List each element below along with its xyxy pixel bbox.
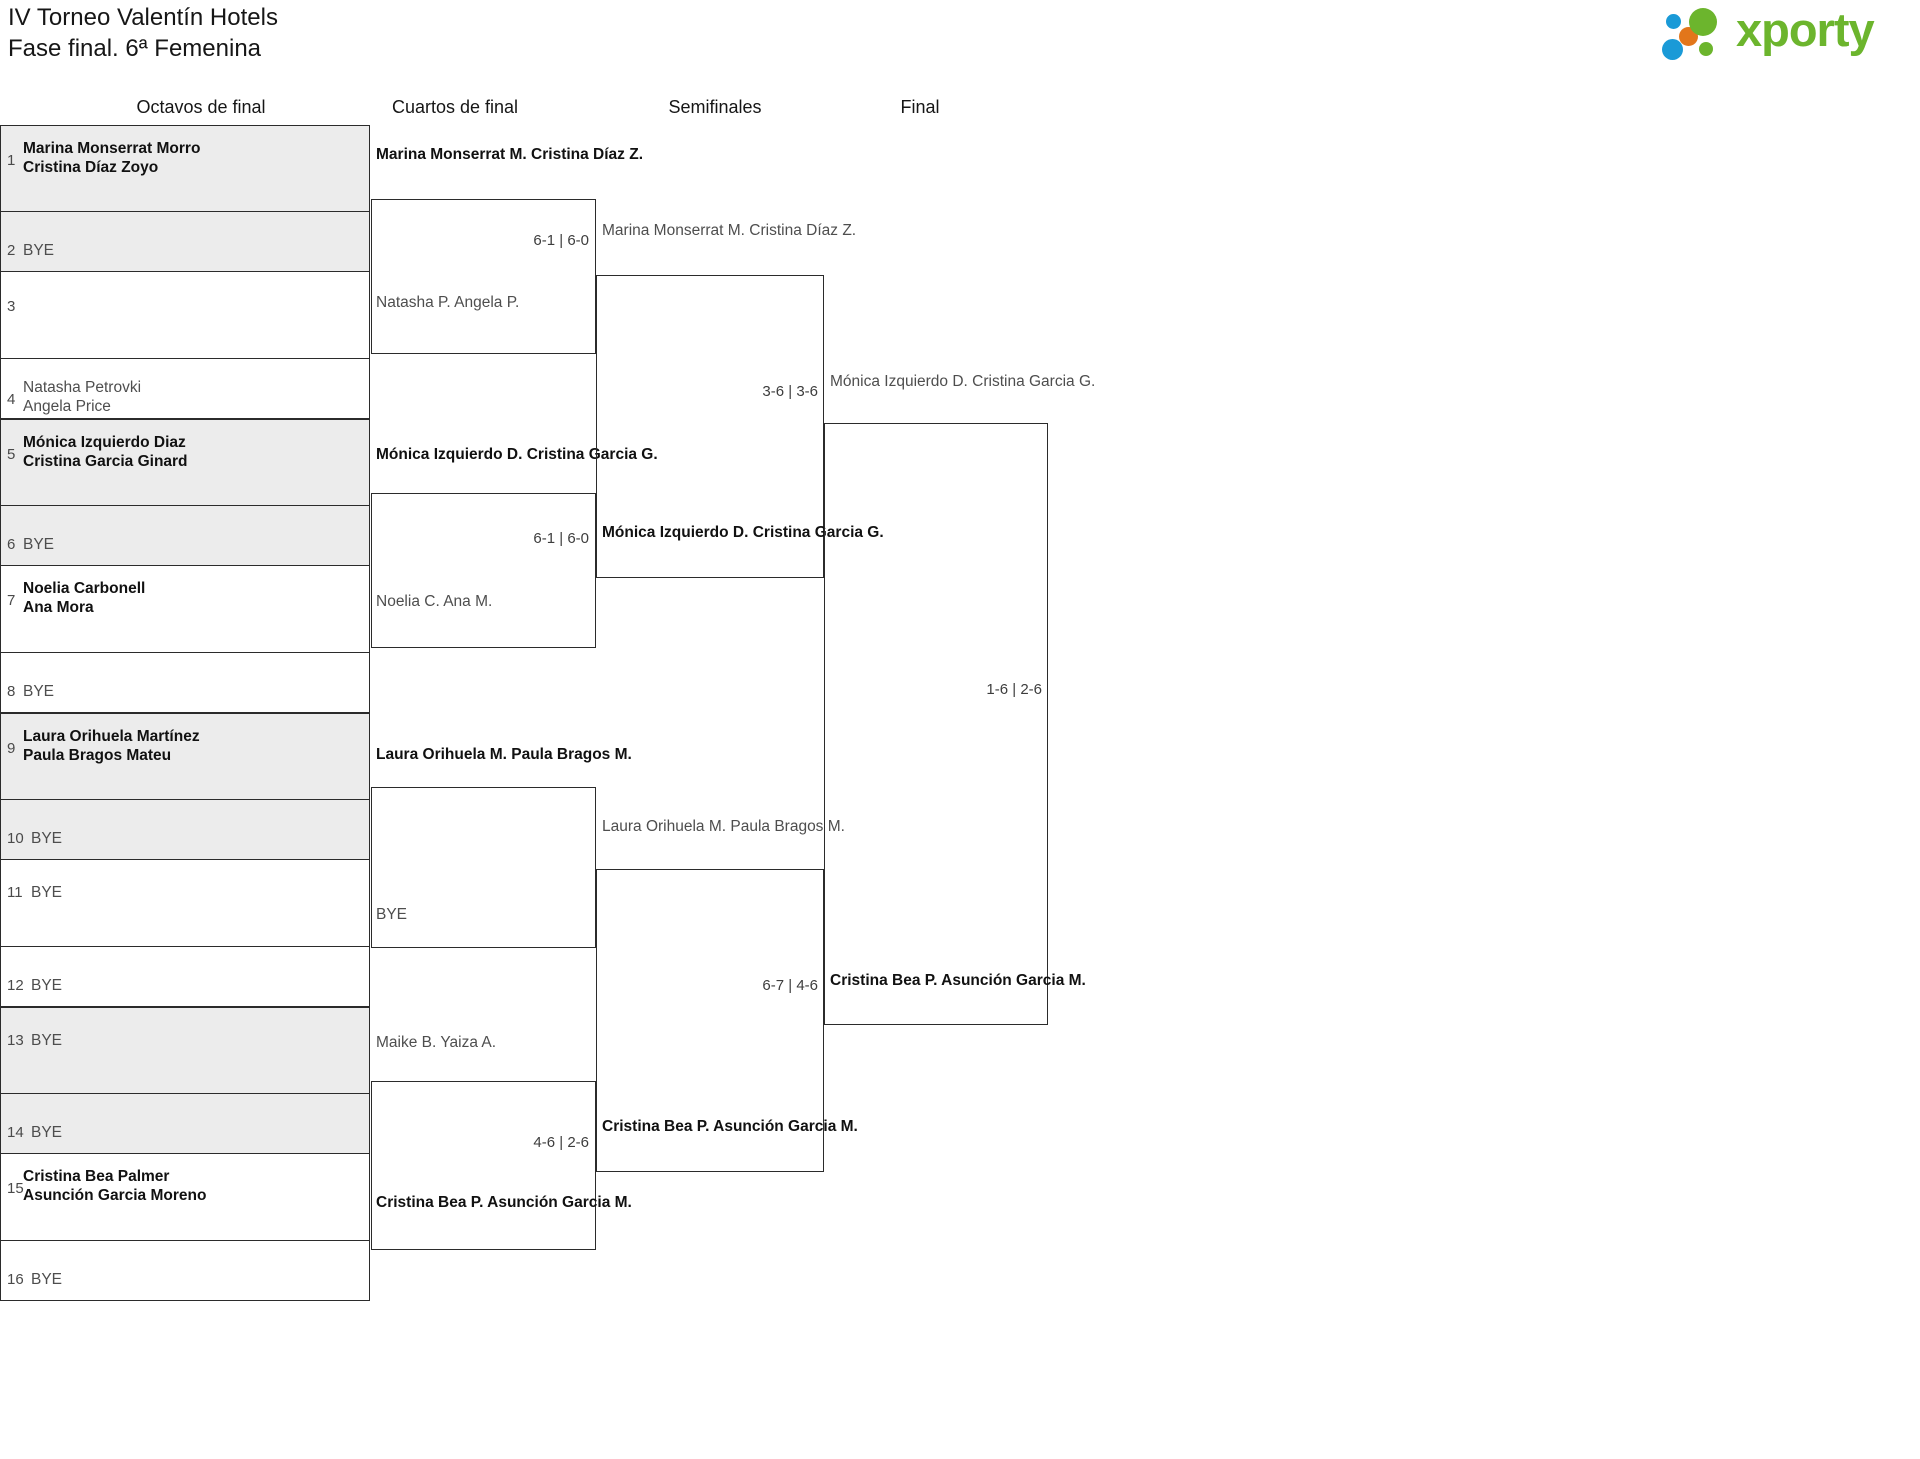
- seed-number: 6: [7, 536, 16, 553]
- logo-dot-green-large: [1689, 8, 1717, 36]
- qf-winner-2: Mónica Izquierdo D. Cristina Garcia G.: [376, 446, 658, 463]
- sf-match-box-1[interactable]: [596, 275, 824, 578]
- seed-players: Laura Orihuela Martínez Paula Bragos Mat…: [23, 728, 200, 764]
- seed-players: BYE: [31, 830, 63, 847]
- seed-cell-13[interactable]: 13 BYE: [0, 1007, 370, 1094]
- sf-winner-1: Mónica Izquierdo D. Cristina Garcia G.: [602, 524, 884, 541]
- seed-players: BYE: [23, 242, 55, 259]
- sf-loser-2: Laura Orihuela M. Paula Bragos M.: [602, 818, 845, 835]
- round-header-octavos: Octavos de final: [136, 97, 266, 117]
- seed-cell-9[interactable]: 9 Laura Orihuela Martínez Paula Bragos M…: [0, 713, 370, 800]
- logo-dots: [1662, 6, 1732, 60]
- seed-number: 2: [7, 242, 16, 259]
- seed-cell-2[interactable]: 2 BYE: [0, 212, 370, 272]
- seed-number: 16: [7, 1271, 24, 1288]
- seed-cell-12[interactable]: 12 BYE: [0, 947, 370, 1007]
- seed-players: BYE: [23, 536, 55, 553]
- qf-match-box-4[interactable]: [371, 1081, 596, 1250]
- seed-number: 15: [7, 1180, 24, 1197]
- qf-loser-3: BYE: [376, 906, 408, 923]
- round-header-cuartos: Cuartos de final: [391, 97, 519, 117]
- round-header-final: Final: [900, 97, 940, 117]
- xporty-logo[interactable]: xporty: [1662, 3, 1902, 60]
- seed-players: BYE: [31, 977, 63, 994]
- title-line-2: Fase final. 6ª Femenina: [8, 35, 262, 62]
- logo-dot-green-small: [1699, 42, 1713, 56]
- qf-winner-1: Marina Monserrat M. Cristina Díaz Z.: [376, 146, 644, 163]
- seed-number: 3: [7, 298, 16, 315]
- final-match-box[interactable]: [824, 423, 1048, 1025]
- seed-number: 11: [7, 884, 23, 901]
- sf-winner-2: Cristina Bea P. Asunción Garcia M.: [602, 1118, 858, 1135]
- qf-match-box-3[interactable]: [371, 787, 596, 948]
- final-winner: Cristina Bea P. Asunción Garcia M.: [830, 972, 1086, 989]
- final-score: 1-6 | 2-6: [986, 681, 1042, 698]
- qf-match-box-2[interactable]: [371, 493, 596, 648]
- qf-loser-4: Maike B. Yaiza A.: [376, 1034, 497, 1051]
- seed-number: 14: [7, 1124, 24, 1141]
- seed-cell-3[interactable]: 3: [0, 272, 370, 359]
- seed-players: Cristina Bea Palmer Asunción Garcia More…: [23, 1168, 207, 1204]
- seed-players: BYE: [31, 1124, 63, 1141]
- seed-number: 12: [7, 977, 24, 994]
- seed-cell-10[interactable]: 10 BYE: [0, 800, 370, 860]
- seed-cell-8[interactable]: 8 BYE: [0, 653, 370, 713]
- qf-score-2: 6-1 | 6-0: [533, 530, 589, 547]
- sf-score-1: 3-6 | 3-6: [762, 383, 818, 400]
- qf-winner-3: Laura Orihuela M. Paula Bragos M.: [376, 746, 632, 763]
- logo-dot-blue-large: [1662, 39, 1683, 60]
- seed-cell-11[interactable]: 11 BYE: [0, 860, 370, 947]
- seed-players: BYE: [31, 1032, 63, 1049]
- sf-loser-1: Marina Monserrat M. Cristina Díaz Z.: [602, 222, 857, 239]
- seed-number: 1: [7, 152, 16, 169]
- seed-cell-5[interactable]: 5 Mónica Izquierdo Diaz Cristina Garcia …: [0, 419, 370, 506]
- qf-loser-2: Noelia C. Ana M.: [376, 593, 493, 610]
- seed-cell-4[interactable]: 4 Natasha Petrovki Angela Price: [0, 359, 370, 419]
- tournament-title: IV Torneo Valentín Hotels Fase final. 6ª…: [8, 2, 278, 64]
- seed-number: 13: [7, 1032, 24, 1049]
- seed-number: 4: [7, 391, 16, 408]
- seed-players: BYE: [23, 683, 55, 700]
- qf-score-1: 6-1 | 6-0: [533, 232, 589, 249]
- sf-match-box-2[interactable]: [596, 869, 824, 1172]
- logo-dot-blue-small: [1666, 14, 1681, 29]
- seed-number: 5: [7, 446, 16, 463]
- seed-players: Mónica Izquierdo Diaz Cristina Garcia Gi…: [23, 434, 188, 470]
- seed-number: 9: [7, 740, 16, 757]
- seed-players: Marina Monserrat Morro Cristina Díaz Zoy…: [23, 140, 201, 176]
- seed-cell-1[interactable]: 1 Marina Monserrat Morro Cristina Díaz Z…: [0, 125, 370, 212]
- sf-score-2: 6-7 | 4-6: [762, 977, 818, 994]
- final-loser: Mónica Izquierdo D. Cristina Garcia G.: [830, 373, 1096, 390]
- logo-wordmark: xporty: [1736, 3, 1875, 56]
- seed-cell-14[interactable]: 14 BYE: [0, 1094, 370, 1154]
- seed-players: BYE: [31, 1271, 63, 1288]
- seed-cell-16[interactable]: 16 BYE: [0, 1241, 370, 1301]
- qf-match-box-1[interactable]: [371, 199, 596, 354]
- seed-cell-7[interactable]: 7 Noelia Carbonell Ana Mora: [0, 566, 370, 653]
- qf-score-4: 4-6 | 2-6: [533, 1134, 589, 1151]
- seed-players: Natasha Petrovki Angela Price: [23, 379, 142, 415]
- qf-winner-4: Cristina Bea P. Asunción Garcia M.: [376, 1194, 632, 1211]
- round-header-semifinales: Semifinales: [668, 97, 762, 117]
- title-line-1: IV Torneo Valentín Hotels: [8, 4, 278, 31]
- seed-players: Noelia Carbonell Ana Mora: [23, 580, 146, 616]
- seed-cell-6[interactable]: 6 BYE: [0, 506, 370, 566]
- seed-number: 7: [7, 592, 16, 609]
- seed-players: BYE: [31, 884, 63, 901]
- seed-number: 10: [7, 830, 24, 847]
- seed-cell-15[interactable]: 15 Cristina Bea Palmer Asunción Garcia M…: [0, 1154, 370, 1241]
- seed-number: 8: [7, 683, 16, 700]
- qf-loser-1: Natasha P. Angela P.: [376, 294, 520, 311]
